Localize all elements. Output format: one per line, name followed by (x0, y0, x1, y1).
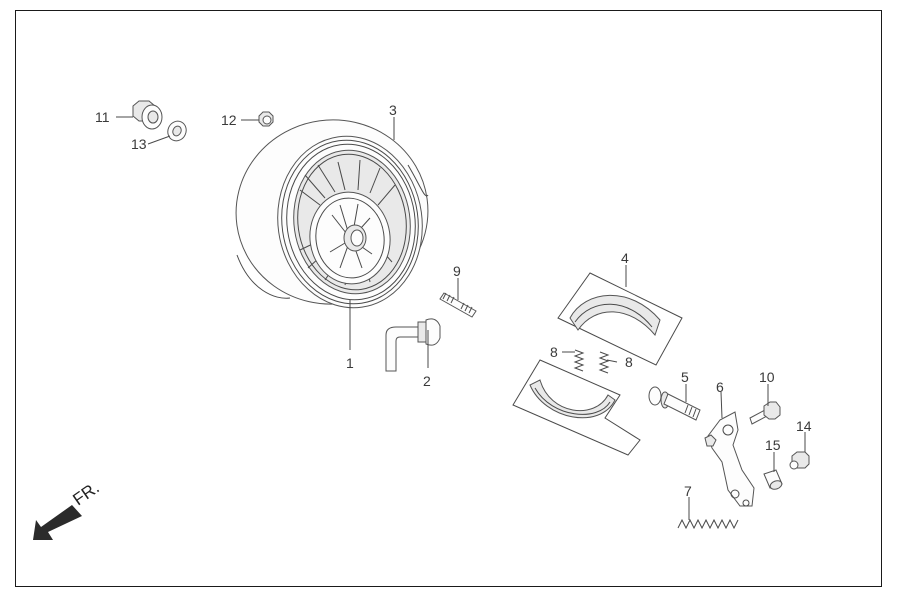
callout-8a[interactable]: 8 (550, 344, 558, 360)
part-10-flange-bolt[interactable] (749, 401, 781, 425)
part-6-brake-arm[interactable] (704, 411, 755, 507)
part-12-nut[interactable] (258, 111, 274, 127)
part-4-brake-shoe-set[interactable] (512, 272, 683, 456)
part-5-brake-cam-shaft[interactable] (648, 386, 701, 421)
part-15-joint-pin[interactable] (763, 469, 783, 491)
callout-13[interactable]: 13 (131, 136, 147, 152)
callout-15[interactable]: 15 (765, 437, 781, 453)
callout-5[interactable]: 5 (681, 369, 689, 385)
callout-4[interactable]: 4 (621, 250, 629, 266)
callout-14[interactable]: 14 (796, 418, 812, 434)
callout-12[interactable]: 12 (221, 112, 237, 128)
callout-6[interactable]: 6 (716, 379, 724, 395)
part-8-spring-a[interactable] (573, 349, 585, 372)
part-11-axle-nut[interactable] (132, 100, 163, 130)
callout-labels: 11 13 12 3 1 2 9 4 8 8 5 6 7 10 15 14 (95, 102, 812, 499)
callout-1[interactable]: 1 (346, 355, 354, 371)
callout-7[interactable]: 7 (684, 483, 692, 499)
front-direction-label: FR. (69, 478, 102, 509)
part-13-washer[interactable] (165, 118, 190, 144)
leader-lines (116, 116, 806, 520)
callout-11[interactable]: 11 (95, 109, 110, 125)
part-8-spring-b[interactable] (598, 351, 610, 374)
part-9-stud-bolt[interactable] (439, 292, 477, 318)
part-7-return-spring[interactable] (677, 518, 739, 530)
callout-8b[interactable]: 8 (625, 354, 633, 370)
callout-9[interactable]: 9 (453, 263, 461, 279)
arrow-down-left-icon (33, 505, 82, 540)
part-14-adjusting-nut[interactable] (789, 451, 810, 470)
callout-3[interactable]: 3 (389, 102, 397, 118)
part-2-tire-valve[interactable] (385, 318, 441, 372)
callout-2[interactable]: 2 (423, 373, 431, 389)
front-direction-indicator: FR. (33, 478, 103, 540)
callout-10[interactable]: 10 (759, 369, 775, 385)
part-1-wheel-rim[interactable] (267, 127, 434, 317)
